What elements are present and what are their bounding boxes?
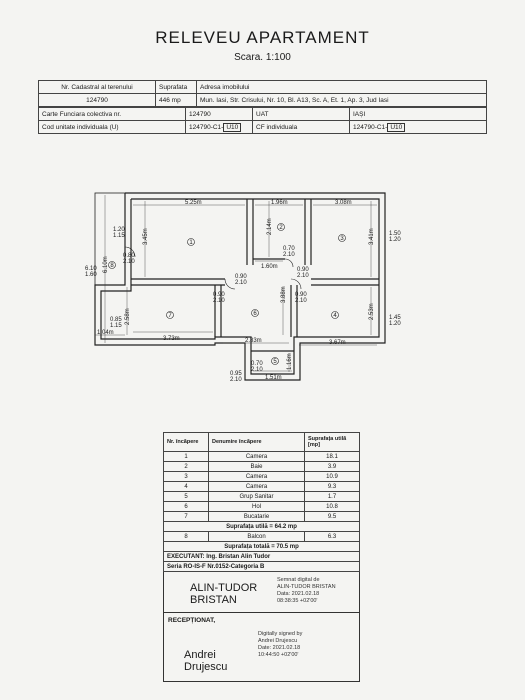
dim-15: 1.16m: [287, 353, 293, 370]
height-1b: 1.60: [85, 272, 97, 278]
window-3: 1.45: [389, 315, 401, 321]
suprafata-value: 446 mp: [155, 93, 197, 107]
window-2: 1.50: [389, 231, 401, 237]
info-table: Nr. Cadastral al terenului Suprafata Adr…: [38, 80, 487, 107]
dim-2: 1.96m: [271, 200, 288, 206]
dim-11: 3.73m: [163, 336, 180, 342]
dim-14: 1.51m: [265, 375, 282, 381]
dim-16: 6.10m: [103, 256, 109, 273]
adresa-label: Adresa imobilului: [196, 80, 487, 94]
door-8: 0.95: [230, 371, 242, 377]
door-2-height: 2.10: [283, 252, 295, 258]
room-3-marker: 3: [340, 236, 344, 242]
cadastral-label: Nr. Cadastral al terenului: [38, 80, 156, 94]
room-5-marker: 5: [273, 359, 277, 365]
dim-13: 3.67m: [329, 340, 346, 346]
window-1: 1.20: [113, 227, 125, 233]
dim-8: 2.58m: [125, 308, 131, 325]
signature-name: ALIN-TUDOR BRISTAN: [190, 582, 258, 606]
dim-12: 2.83m: [245, 338, 262, 344]
door-4-height: 2.10: [297, 273, 309, 279]
room-4-marker: 4: [333, 313, 337, 319]
cf-col-value: 124790: [185, 107, 253, 121]
cf-table: Carte Funciara colectiva nr. 124790 UAT …: [38, 107, 487, 134]
door-7-height: 2.10: [251, 367, 263, 373]
floor-plan: 1 2 3 4 5 6 7 8 5.25m 1.96m 3.08m 3.45m …: [85, 192, 401, 383]
cf-col-label: Carte Funciara colectiva nr.: [38, 107, 186, 121]
dim-9: 3.88m: [281, 286, 287, 303]
receptionat-box: RECEPȚIONAT, Andrei Drujescu Digitally s…: [163, 612, 360, 682]
window-4-height: 1.15: [110, 323, 122, 329]
dim-5: 2.14m: [267, 218, 273, 235]
util-total: Suprafața utilă = 64.2 mp: [163, 521, 360, 532]
serie: Seria RO-IS-F Nr.0152-Categoria B: [163, 561, 360, 572]
uat-label: UAT: [252, 107, 350, 121]
room-1-marker: 1: [189, 240, 193, 246]
window-3-height: 1.20: [389, 321, 401, 327]
dim-17: 1.04m: [97, 330, 114, 336]
cod-value: 124790-C1-U10: [185, 120, 253, 134]
window-2-height: 1.20: [389, 237, 401, 243]
dim-3: 3.08m: [335, 200, 352, 206]
door-7: 0.70: [251, 361, 263, 367]
height-1: 6.10: [85, 266, 97, 272]
door-3: 0.90: [235, 274, 247, 280]
door-2: 0.70: [283, 246, 295, 252]
rooms-table: Nr. încăpere Denumire încăpere Suprafața…: [163, 432, 360, 572]
door-1: 0.80: [123, 253, 135, 259]
signature-note: Semnat digital de ALIN-TUDOR BRISTAN Dat…: [277, 577, 336, 604]
dim-4: 3.45m: [143, 228, 149, 245]
room-7-marker: 7: [168, 313, 172, 319]
door-4: 0.90: [297, 267, 309, 273]
executant-signature: ALIN-TUDOR BRISTAN Semnat digital de ALI…: [163, 572, 360, 613]
signature-name: Andrei Drujescu: [184, 649, 228, 673]
window-4: 0.85: [110, 317, 122, 323]
door-5-height: 2.10: [213, 298, 225, 304]
room-8-marker: 8: [110, 263, 114, 269]
col-suprafata: Suprafața utilă [mp]: [304, 432, 360, 452]
door-6-height: 2.10: [295, 298, 307, 304]
cod-label: Cod unitate individuala (U): [38, 120, 186, 134]
col-nr: Nr. încăpere: [163, 432, 209, 452]
door-5: 0.90: [213, 292, 225, 298]
dim-10: 2.53m: [369, 303, 375, 320]
page-title: RELEVEU APARTAMENT: [155, 28, 370, 47]
uat-value: IAȘI: [349, 107, 487, 121]
dim-7: 1.60m: [261, 264, 278, 270]
grand-total: Suprafața totală = 70.5 mp: [163, 541, 360, 552]
dim-6: 3.41m: [369, 228, 375, 245]
receptionat-label: RECEPȚIONAT,: [168, 617, 216, 624]
col-denumire: Denumire încăpere: [208, 432, 305, 452]
cfi-value: 124790-C1-U10: [349, 120, 487, 134]
door-8-height: 2.10: [230, 377, 242, 383]
door-3-height: 2.10: [235, 280, 247, 286]
scale-label: Scara. 1:100: [234, 52, 291, 63]
cadastral-value: 124790: [38, 93, 156, 107]
signature-note: Digitally signed by Andrei Drujescu Date…: [258, 631, 303, 658]
room-6-marker: 6: [253, 311, 257, 317]
dim-1: 5.25m: [185, 200, 202, 206]
room-2-marker: 2: [279, 225, 283, 231]
window-1-height: 1.15: [113, 233, 125, 239]
executant: EXECUTANT: Ing. Bristan Alin Tudor: [163, 551, 360, 562]
suprafata-label: Suprafata: [155, 80, 197, 94]
door-6: 0.90: [295, 292, 307, 298]
adresa-value: Mun. Iasi, Str. Crisului, Nr. 10, Bl. A1…: [196, 93, 487, 107]
cfi-label: CF individuala: [252, 120, 350, 134]
door-1-height: 2.10: [123, 259, 135, 265]
